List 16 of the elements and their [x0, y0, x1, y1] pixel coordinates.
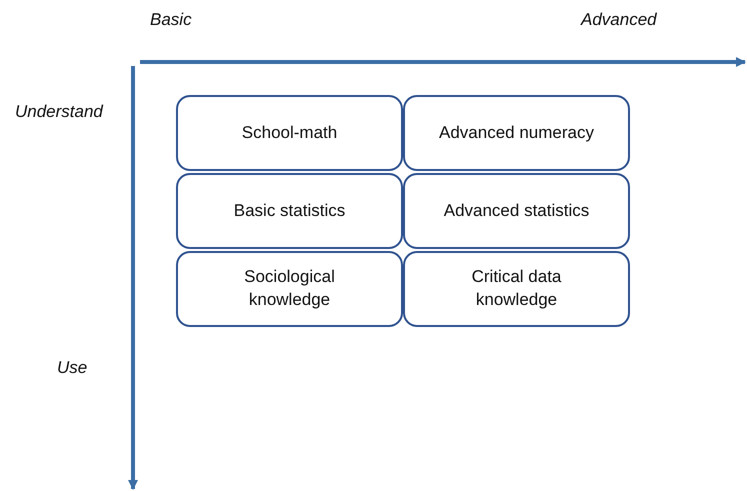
- grid-box: [403, 251, 630, 327]
- box-text: School-math: [242, 122, 338, 144]
- axis-label: Understand: [15, 102, 103, 122]
- grid-box: [403, 173, 630, 249]
- grid-box: [176, 251, 403, 327]
- grid-box: [403, 95, 630, 171]
- box-text: Advanced statistics: [444, 200, 590, 222]
- box-text: Advanced numeracy: [439, 122, 594, 144]
- box-text: Critical data knowledge: [470, 266, 562, 311]
- axis-label: Advanced: [581, 10, 657, 30]
- grid-box: [176, 173, 403, 249]
- axis-label: Use: [57, 358, 88, 378]
- axis-label: Basic: [150, 10, 192, 30]
- box-text: Basic statistics: [234, 200, 346, 222]
- grid-box: [176, 95, 403, 171]
- box-text: Sociological knowledge: [243, 266, 336, 311]
